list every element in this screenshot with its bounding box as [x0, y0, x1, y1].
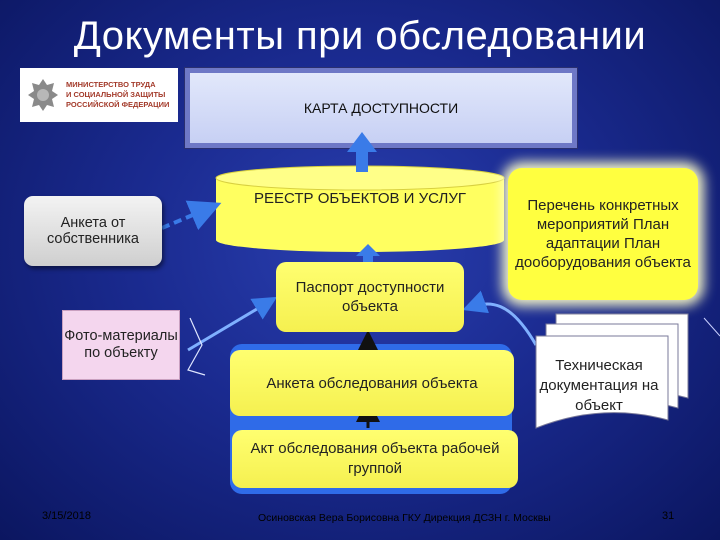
perechen-label: Перечень конкретных мероприятий План ада… [515, 197, 691, 271]
reestr-label: РЕЕСТР ОБЪЕКТОВ И УСЛУГ [254, 190, 466, 207]
page-number: 31 [662, 510, 675, 522]
foto-to-passport-arrow [187, 296, 278, 352]
ministry-line-2: И СОЦИАЛЬНОЙ ЗАЩИТЫ [66, 90, 166, 99]
ministry-line-3: РОССИЙСКОЙ ФЕДЕРАЦИИ [66, 100, 170, 109]
anketa-obj-box: Анкета обследования объекта [230, 350, 514, 416]
foto-box: Фото-материалы по объекту [62, 310, 180, 380]
anketa-owner-box: Анкета от собственника [24, 196, 162, 266]
anketa-to-reestr-arrow [161, 200, 222, 231]
tech-doc-label: Техническая документация на объект [539, 357, 659, 414]
tech-doc-stack [535, 313, 689, 429]
emblem-icon [28, 79, 58, 111]
ministry-logo: МИНИСТЕРСТВО ТРУДА И СОЦИАЛЬНОЙ ЗАЩИТЫ Р… [20, 68, 178, 122]
reestr-cylinder [215, 165, 505, 252]
ministry-line-1: МИНИСТЕРСТВО ТРУДА [66, 80, 156, 89]
footer-author: Осиновская Вера Борисовна ГКУ Дирекция Д… [258, 512, 551, 524]
foto-label: Фото-материалы по объекту [64, 328, 178, 361]
anketa-owner-label: Анкета от собственника [47, 215, 139, 247]
passport-label: Паспорт доступности объекта [295, 279, 445, 315]
perechen-box: Перечень конкретных мероприятий План ада… [508, 168, 698, 300]
karta-dostupnosti-box: КАРТА ДОСТУПНОСТИ [184, 67, 578, 149]
reestr-to-karta-arrow [347, 132, 377, 172]
foto-bracket [187, 317, 206, 376]
passport-arrowhead [356, 244, 380, 256]
ministry-name: МИНИСТЕРСТВО ТРУДА И СОЦИАЛЬНОЙ ЗАЩИТЫ Р… [66, 80, 169, 110]
footer-date: 3/15/2018 [42, 510, 91, 522]
passport-box: Паспорт доступности объекта [276, 262, 464, 332]
slide-title: Документы при обследовании [73, 14, 647, 58]
akt-box: Акт обследования объекта рабочей группой [232, 430, 518, 488]
anketa-obj-label: Анкета обследования объекта [266, 374, 478, 392]
karta-label: КАРТА ДОСТУПНОСТИ [303, 100, 459, 116]
techdoc-to-passport-arrow [462, 290, 538, 346]
edge-line [703, 317, 720, 337]
akt-label: Акт обследования объекта рабочей группой [250, 440, 500, 477]
